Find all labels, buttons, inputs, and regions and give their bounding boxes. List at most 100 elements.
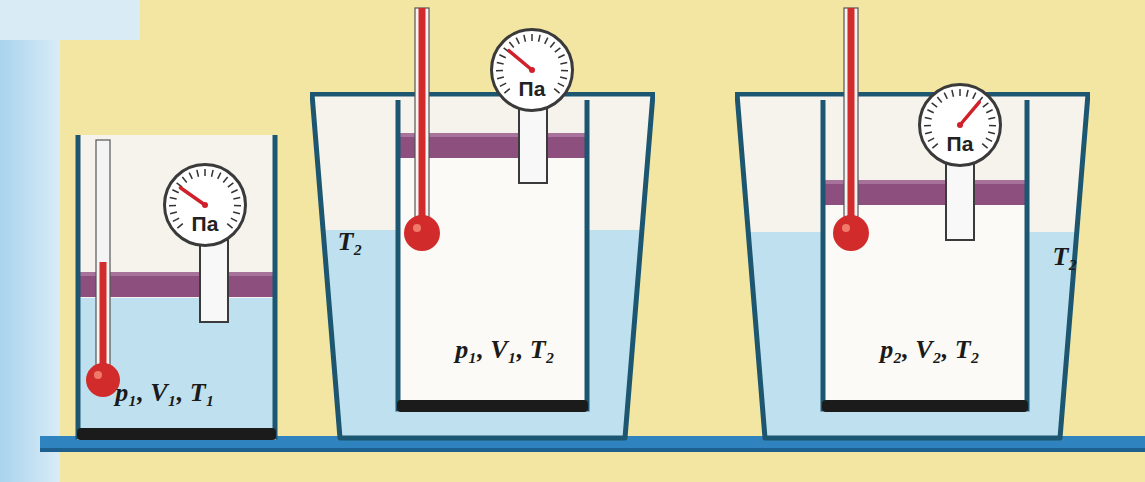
piston-highlight — [822, 180, 1028, 184]
dial-tick — [986, 138, 992, 141]
dial-tick — [170, 212, 177, 214]
cylinder-base — [77, 428, 276, 440]
dial-tick — [177, 224, 182, 228]
bath-wall — [737, 94, 1088, 438]
dial-tick — [516, 38, 519, 44]
dial-tick — [952, 90, 954, 97]
dial-tick — [228, 183, 234, 187]
dial-tick — [550, 42, 554, 47]
dial-tick — [197, 170, 199, 177]
gauge-stem — [200, 240, 228, 322]
dial-tick — [170, 198, 177, 199]
dial-tick — [499, 55, 505, 58]
cylinder-wall — [78, 135, 275, 437]
dial-tick — [560, 77, 567, 79]
dial-tick — [967, 90, 969, 97]
dial-tick — [558, 83, 564, 86]
gas-region — [397, 100, 588, 412]
unit-label: Па — [947, 132, 974, 156]
dial-tick — [212, 170, 214, 177]
dial-tick — [561, 70, 568, 72]
dial-tick — [973, 93, 976, 99]
state-label: p₁, V₁, T₂ — [455, 335, 554, 365]
dial-tick — [560, 63, 567, 64]
dial-tick — [924, 125, 931, 127]
thermometer-bulb — [404, 215, 440, 251]
cylinder-base — [822, 400, 1028, 412]
gas-cylinder: p₂, V₂, T₂ Па — [820, 100, 1030, 412]
needle-pivot — [529, 67, 535, 73]
dial-tick — [169, 205, 176, 207]
dial-tick — [204, 169, 206, 176]
dial-tick — [925, 132, 932, 134]
dial-tick — [944, 93, 947, 99]
thermometer-tube — [96, 140, 110, 380]
state-label: p₂, V₂, T₂ — [880, 335, 979, 365]
thermometer-bulb — [833, 215, 869, 251]
bath-air — [737, 94, 1088, 438]
dial-tick — [932, 103, 938, 107]
needle-pivot — [957, 122, 963, 128]
dial-tick — [504, 89, 509, 93]
dial-tick — [555, 48, 561, 52]
piston-highlight — [77, 272, 276, 276]
dial-tick — [988, 132, 995, 134]
dial-tick — [497, 77, 504, 79]
dial-tick — [545, 38, 548, 44]
dial-tick — [189, 173, 192, 179]
dial-tick — [233, 198, 240, 199]
dial-tick — [231, 190, 237, 193]
dial-tick — [986, 110, 992, 113]
gas-region — [822, 205, 1028, 412]
gauge-needle — [509, 51, 532, 70]
state-label: p₁, V₁, T₁ — [115, 378, 214, 408]
bath-wall — [312, 94, 653, 438]
dial-tick — [172, 190, 178, 193]
dial-tick — [554, 89, 559, 93]
dial-tick — [182, 177, 186, 182]
dial-tick — [223, 177, 227, 182]
dial-tick — [983, 103, 989, 107]
piston-highlight — [397, 133, 588, 137]
gas-region — [77, 135, 276, 440]
needle-pivot — [202, 202, 208, 208]
bath-air — [312, 94, 653, 438]
cylinder-base — [397, 400, 588, 412]
unit-label: Па — [192, 212, 219, 236]
dial-tick — [233, 212, 240, 214]
bulb-highlight — [413, 224, 421, 232]
dial-tick — [496, 70, 503, 72]
dial-tick — [524, 35, 526, 42]
thermometer-bulb — [86, 363, 120, 397]
piston — [822, 180, 1028, 205]
gauge-needle — [180, 188, 205, 205]
temperature-label: T₂ — [1053, 242, 1078, 272]
gas-cylinder: p₁, V₁, T₂Па — [395, 100, 590, 412]
dial-tick — [500, 83, 506, 86]
dial-tick — [497, 63, 504, 64]
dial-tick — [932, 144, 937, 148]
dial-tick — [539, 35, 541, 42]
temperature-label: T₂ — [338, 227, 363, 257]
dial-tick — [928, 138, 934, 141]
gas-region — [397, 158, 588, 412]
dial-tick — [509, 42, 513, 47]
gas-cylinder: p₁, V₁, T₁ Па — [75, 135, 278, 440]
piston — [77, 272, 276, 297]
thermometer-tube — [415, 8, 429, 233]
gauge-stem — [519, 105, 547, 183]
pressure-gauge: Па — [163, 163, 247, 247]
dial-tick — [927, 110, 933, 113]
dial-tick — [558, 55, 564, 58]
dial-tick — [227, 224, 232, 228]
water-bath: T₂ p₂, V₂, T₂ Па — [735, 92, 1090, 442]
dial-tick — [234, 205, 241, 207]
piston — [397, 133, 588, 158]
dial-tick — [989, 125, 996, 127]
dial-tick — [218, 173, 221, 179]
thermometer-tube — [844, 8, 858, 233]
dial-tick — [959, 89, 961, 96]
dial-tick — [937, 97, 941, 102]
pressure-gauge: Па — [918, 83, 1002, 167]
